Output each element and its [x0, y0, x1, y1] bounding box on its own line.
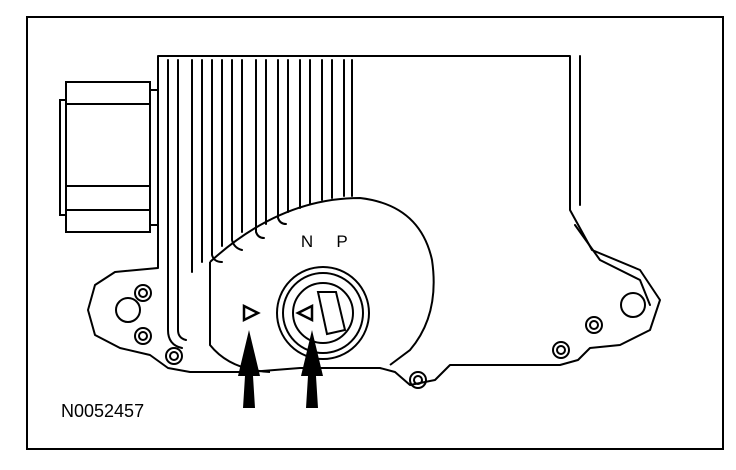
selector-boss: [209, 196, 435, 373]
figure-frame: [26, 16, 724, 450]
mounting-bolt: [115, 297, 141, 323]
neutral-position-label: N: [301, 232, 313, 251]
shaft-alignment-mark: [295, 303, 314, 323]
housing-ribs: [167, 59, 353, 349]
mounting-bolt: [552, 341, 570, 359]
mounting-bolt: [409, 371, 427, 389]
switch-housing: [87, 55, 661, 386]
mounting-bolt: [620, 292, 646, 318]
figure-id-label: N0052457: [61, 401, 144, 421]
arrow-housing-mark: [238, 330, 260, 408]
arrow-shaft-mark: [301, 330, 323, 408]
mounting-bolt: [134, 284, 152, 302]
mounting-bolt: [134, 327, 152, 345]
mounting-bolt: [585, 316, 603, 334]
housing-alignment-mark: [242, 303, 261, 323]
manual-lever-shaft: [276, 266, 370, 360]
electrical-connector: [59, 81, 159, 233]
park-position-label: P: [336, 232, 347, 251]
mounting-bolt: [165, 347, 183, 365]
